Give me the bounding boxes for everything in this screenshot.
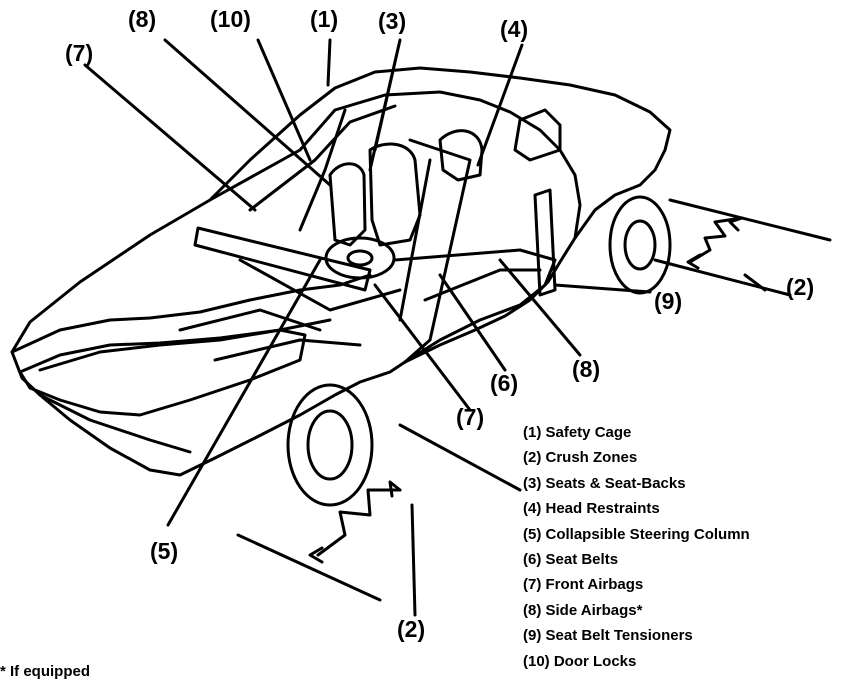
head-restraint (438, 129, 484, 182)
callout-10: (10) (210, 6, 251, 32)
leader-8-top (163, 38, 332, 187)
footnote: * If equipped (0, 663, 90, 680)
crush-zone-rear (668, 198, 832, 242)
leader-2-right (743, 273, 767, 292)
callout-8-mid: (8) (572, 356, 601, 382)
callout-7-bottom: (7) (456, 404, 485, 430)
legend-item-side-airbags: (8) Side Airbags* (523, 601, 643, 619)
callout-7-left: (7) (65, 40, 94, 66)
leader-6 (438, 273, 507, 372)
roof-frame (208, 90, 582, 240)
leader-4 (476, 43, 524, 167)
legend-item-steering-column: (5) Collapsible Steering Column (523, 525, 750, 543)
b-pillar (533, 188, 557, 297)
car-body-outline (10, 66, 672, 477)
legend-item-crush-zones: (2) Crush Zones (523, 449, 638, 467)
leader-1 (326, 38, 332, 87)
leader-3 (368, 38, 402, 172)
legend: (1) Safety Cage (2) Crush Zones (3) Seat… (523, 420, 750, 674)
leader-8-mid (498, 258, 582, 357)
legend-item-seat-belts: (6) Seat Belts (523, 551, 619, 569)
callout-1: (1) (310, 6, 339, 32)
leader-5 (166, 258, 322, 527)
callout-2-right: (2) (786, 274, 815, 300)
front-seat (368, 142, 422, 247)
front-wheel (286, 383, 374, 507)
leader-7-bottom (373, 283, 472, 412)
hood (10, 273, 372, 354)
legend-item-door-locks: (10) Door Locks (523, 652, 637, 670)
callout-2-bottom: (2) (397, 616, 426, 642)
dashboard-beam (193, 226, 372, 292)
leader-2-bottom (410, 503, 417, 617)
legend-item-front-airbags: (7) Front Airbags (523, 576, 644, 594)
callout-3: (3) (378, 8, 407, 34)
leader-7-left (83, 63, 257, 212)
callout-5: (5) (150, 538, 179, 564)
crush-zone-front (398, 423, 522, 492)
legend-item-belt-tensioners: (9) Seat Belt Tensioners (523, 627, 693, 645)
front-bumper (18, 328, 307, 417)
leader-10 (256, 38, 312, 162)
steering-wheel (324, 236, 396, 280)
leader-9 (553, 283, 652, 294)
legend-item-safety-cage: (1) Safety Cage (523, 424, 632, 441)
callout-9: (9) (654, 288, 683, 314)
callout-8-top: (8) (128, 6, 157, 32)
callout-4: (4) (500, 16, 529, 42)
callout-6: (6) (490, 370, 519, 396)
legend-item-seats: (3) Seats & Seat-Backs (523, 474, 686, 492)
legend-item-head-restraints: (4) Head Restraints (523, 500, 660, 518)
door-frame (393, 248, 557, 364)
rear-wheel (608, 195, 672, 295)
